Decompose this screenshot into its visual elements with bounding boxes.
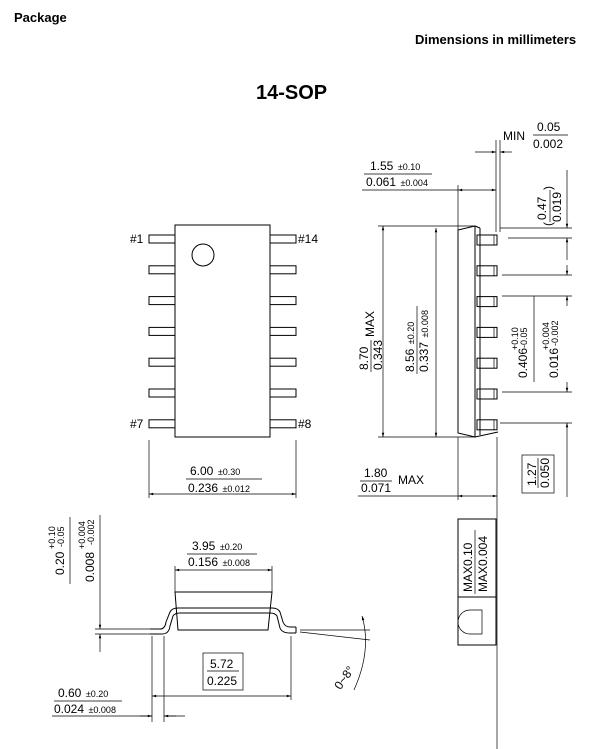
pin-label-8: #8 — [298, 417, 312, 431]
lead-right — [269, 265, 297, 275]
top-view: #1 #14 #7 #8 6.00 ±0.30 0.236 ±0.012 — [130, 224, 318, 498]
lead-angle: 0~8° — [331, 663, 357, 692]
lead-left — [148, 357, 176, 367]
side-body — [457, 225, 476, 438]
lead-right — [269, 326, 297, 336]
min-in: 0.002 — [533, 137, 563, 151]
svg-text:0.337 ±0.008: 0.337 ±0.008 — [415, 310, 432, 372]
svg-text:0.343: 0.343 — [371, 340, 385, 370]
svg-text:1.27: 1.27 — [525, 462, 539, 486]
svg-text:0.050: 0.050 — [538, 458, 552, 488]
svg-text:+0.004: +0.004 — [541, 322, 551, 350]
pin1-marker — [191, 243, 215, 267]
lead-right — [269, 388, 297, 398]
svg-text:0.236 ±0.012: 0.236 ±0.012 — [188, 479, 250, 496]
foot-length-dimension: 0.60 ±0.20 — [58, 684, 108, 701]
svg-text:0.406: 0.406 — [516, 348, 530, 378]
lead-width-dimension: 0.406 +0.10 -0.05 0.016 +0.004 -0.002 — [510, 320, 561, 378]
side-view: MIN 0.05 0.002 1.55 ±0.10 0.061 ±0.004 8… — [357, 120, 572, 749]
svg-text:MAX0.004: MAX0.004 — [476, 536, 490, 592]
coplanarity-box — [457, 518, 497, 646]
side-lead — [476, 234, 498, 246]
svg-text:MAX0.10: MAX0.10 — [461, 542, 475, 592]
svg-text:0.019: 0.019 — [550, 192, 564, 222]
lead-right — [269, 234, 297, 244]
side-lead — [476, 419, 498, 431]
svg-text:+0.10: +0.10 — [47, 526, 57, 549]
svg-text:): ) — [541, 186, 555, 190]
section-heading: Package — [14, 10, 67, 25]
lead-left — [148, 296, 176, 306]
total-height-in: 0.071 — [361, 481, 391, 495]
pin-label-14: #14 — [298, 232, 318, 246]
pitch-box — [521, 454, 555, 494]
lead-offset-dimension: ( 0.47 0.019 ) — [535, 186, 564, 226]
length-dimension: 8.56 ±0.20 0.337 ±0.008 — [401, 306, 432, 374]
svg-text:0.024 ±0.008: 0.024 ±0.008 — [54, 700, 116, 717]
svg-text:8.56 ±0.20: 8.56 ±0.20 — [401, 322, 418, 372]
svg-text:0.008: 0.008 — [83, 552, 97, 582]
total-height-mm: 1.80 — [364, 466, 388, 480]
lead-left — [148, 326, 176, 336]
min-label: MIN — [503, 129, 525, 143]
svg-text:8.70: 8.70 — [357, 346, 371, 370]
end-view: 0.20 +0.10 -0.05 0.008 +0.004 -0.002 3.9… — [47, 515, 371, 722]
svg-text:0.20: 0.20 — [53, 551, 67, 575]
flatness-symbol-icon — [457, 609, 483, 635]
svg-text:0.016: 0.016 — [547, 348, 561, 378]
package-body — [174, 224, 271, 438]
svg-text:-0.05: -0.05 — [56, 526, 66, 547]
lead-left — [148, 265, 176, 275]
side-lead — [476, 265, 498, 277]
svg-text:+0.004: +0.004 — [77, 521, 87, 549]
svg-text:0.061 ±0.004: 0.061 ±0.004 — [366, 173, 428, 190]
length-max-dimension: 8.70 0.343 MAX — [357, 311, 385, 372]
svg-text:MAX: MAX — [363, 311, 377, 337]
lead-thickness-dimension: 0.20 +0.10 -0.05 0.008 +0.004 -0.002 — [47, 519, 97, 582]
pin-label-1: #1 — [130, 232, 144, 246]
svg-text:0.47: 0.47 — [535, 196, 549, 220]
width-dimension: 6.00 ±0.30 — [190, 462, 240, 479]
units-note: Dimensions in millimeters — [415, 32, 577, 47]
svg-text:0.156 ±0.008: 0.156 ±0.008 — [188, 553, 250, 570]
min-mm: 0.05 — [537, 120, 561, 134]
right-leads — [269, 234, 297, 429]
package-title: 14-SOP — [256, 82, 328, 104]
svg-text:+0.10: +0.10 — [510, 327, 520, 350]
svg-text:-0.05: -0.05 — [519, 327, 529, 348]
span-mm: 5.72 — [210, 657, 234, 671]
side-lead — [476, 357, 498, 369]
left-leads — [148, 234, 176, 429]
svg-text:(: ( — [541, 222, 555, 226]
coplanarity-dimension: MAX0.10 MAX0.004 — [461, 530, 490, 594]
lead-right — [269, 357, 297, 367]
body-width-dimension: 3.95 ±0.20 — [192, 537, 242, 554]
svg-text:-0.002: -0.002 — [550, 320, 560, 346]
side-lead — [476, 326, 498, 338]
svg-text:-0.002: -0.002 — [86, 519, 96, 545]
side-lead — [476, 388, 498, 400]
lead-left — [148, 419, 176, 429]
total-height-max: MAX — [398, 473, 424, 487]
lead-left — [148, 234, 176, 244]
lead-left — [148, 388, 176, 398]
pitch-dimension: 1.27 0.050 — [525, 458, 552, 488]
end-body — [174, 591, 273, 631]
height-dimension: 1.55 ±0.10 — [370, 157, 420, 174]
pin-label-7: #7 — [130, 417, 144, 431]
lead-right — [269, 296, 297, 306]
side-lead — [476, 296, 498, 308]
lead-right — [269, 419, 297, 429]
span-in: 0.225 — [207, 674, 237, 688]
span-box — [202, 652, 244, 691]
